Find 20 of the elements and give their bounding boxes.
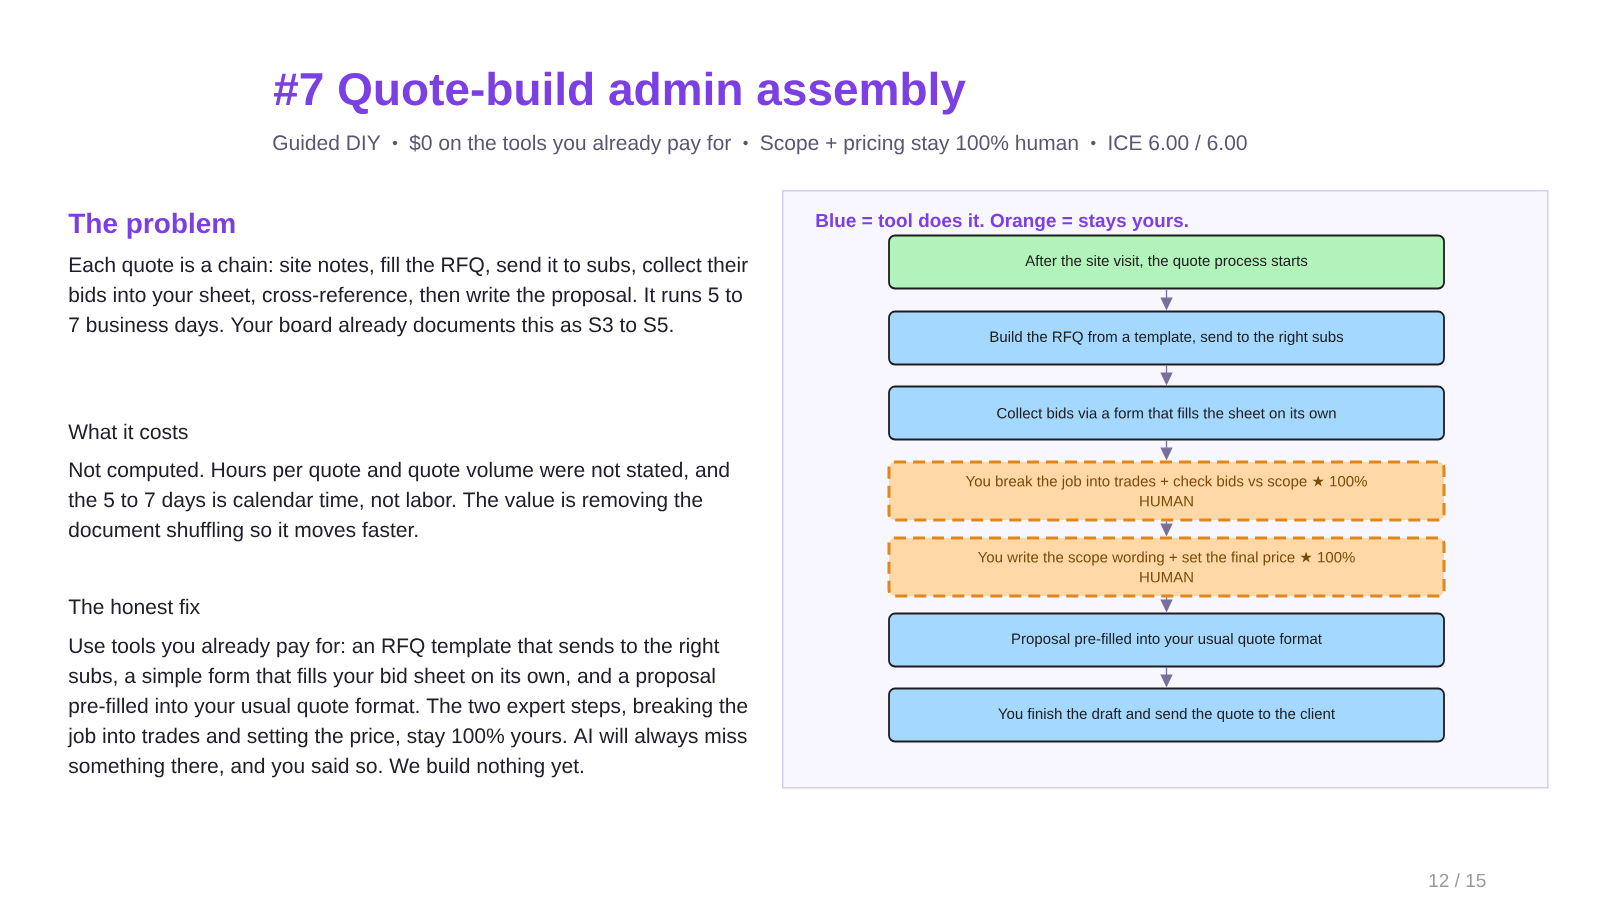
subheading: What it costs: [68, 423, 188, 440]
paragraph: Use tools you already pay for: an RFQ template that sends to the right subs, a simple form that fills your bid sheet on its own, and a proposal pre-filled into your usual quote format. The two expert steps, breaking the job into trades and setting the price, stay 100% yours. AI will always miss something there, and you said so. We build nothing yet.: [67, 637, 748, 778]
subtitle-text: ICE 6.00 / 6.00: [1109, 134, 1247, 151]
subtitle-text: Scope + pricing stay 100% human: [760, 134, 1078, 155]
process-box: You finish the draft and send the quote to the client: [888, 687, 1445, 743]
panel-heading: Blue = tool does it. Orange = stays yours.: [816, 213, 1188, 232]
page-number: 12 / 15: [1429, 873, 1486, 888]
paragraph: Each quote is a chain: site notes, fill the RFQ, send it to subs, collect their bids into your sheet, cross-reference, then write the proposal. It runs 5 to 7 business days. Your board already documents this as S3 to S5.: [69, 256, 748, 337]
dashed-process-box: You break the job into trades + check bids vs scope ★ 100% HUMAN: [887, 460, 1446, 522]
dashed-process-box: You write the scope wording + set the final price ★ 100% HUMAN: [887, 536, 1446, 598]
subtitle-text: Guided DIY: [273, 134, 381, 151]
section-heading: The problem: [68, 212, 235, 239]
subheading: The honest fix: [68, 598, 200, 615]
process-box: Build the RFQ from a template, send to the right subs: [888, 310, 1445, 366]
process-box: Proposal pre-filled into your usual quote format: [888, 612, 1445, 668]
process-box: After the site visit, the quote process starts: [888, 234, 1445, 290]
subtitle-text: $0 on the tools you already pay for: [409, 134, 731, 155]
title: #7 Quote-build admin assembly: [274, 71, 966, 115]
paragraph: Not computed. Hours per quote and quote volume were not stated, and the 5 to 7 days is calendar time, not labor. The value is removing the document shuffling so it moves faster.: [68, 461, 729, 542]
process-box: Collect bids via a form that fills the sheet on its own: [888, 385, 1445, 441]
